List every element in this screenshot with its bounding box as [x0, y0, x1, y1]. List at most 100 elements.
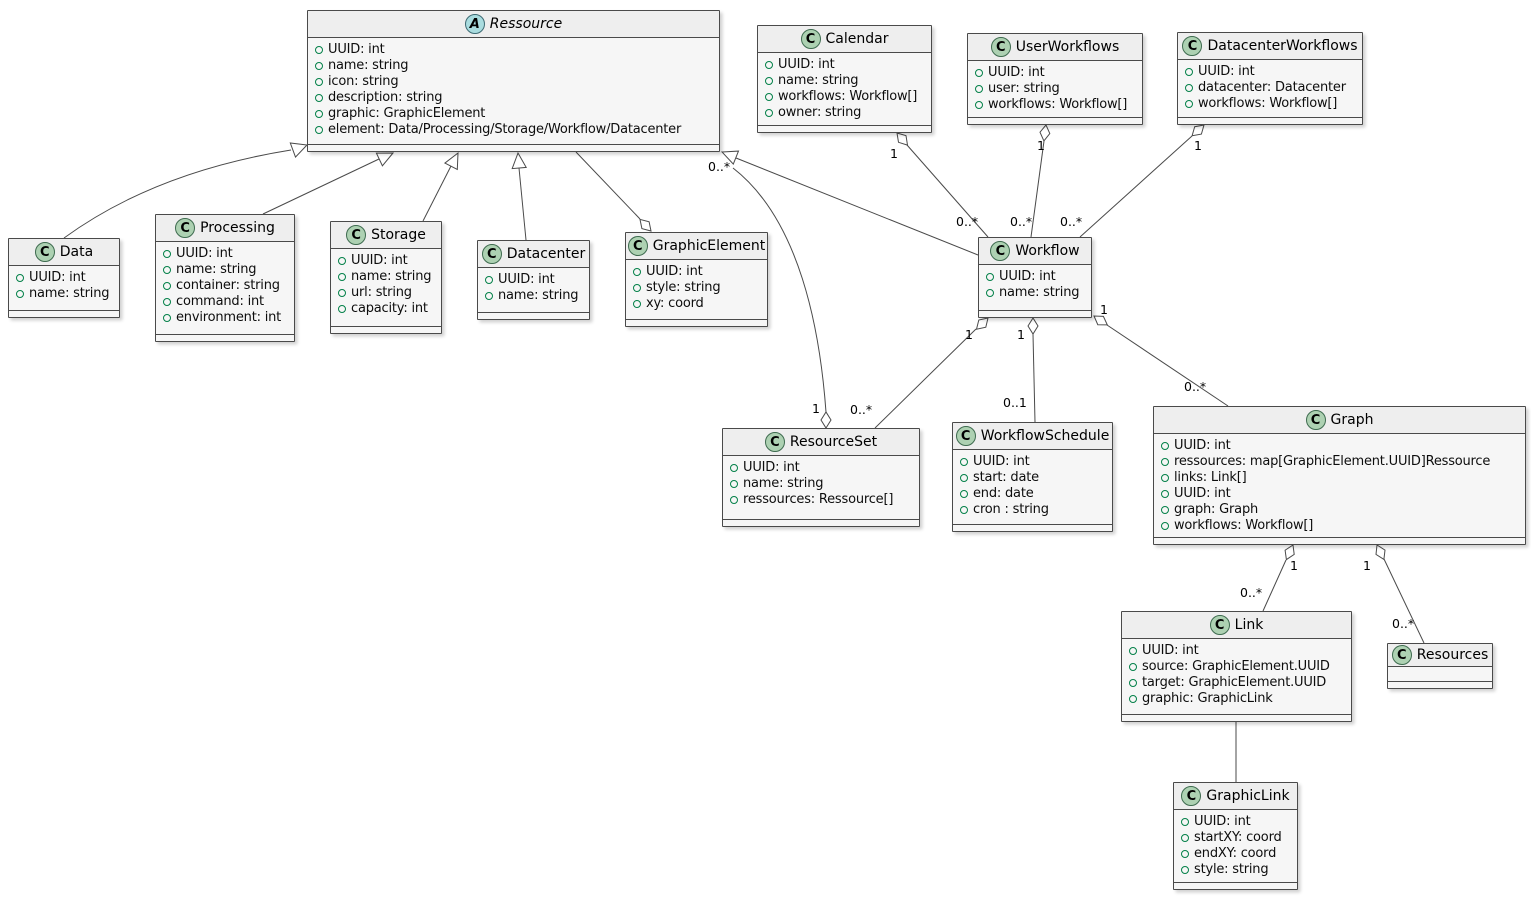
attribute-row: name: string: [730, 476, 912, 492]
class-name: Storage: [371, 227, 426, 243]
class-name: GraphicElement: [652, 238, 766, 254]
class-name: Processing: [200, 220, 275, 236]
attribute-text: name: string: [498, 288, 579, 303]
visibility-public-icon: [765, 109, 773, 117]
class-icon: C: [1182, 36, 1203, 56]
attribute-text: UUID: int: [743, 460, 800, 475]
attribute-text: name: string: [999, 285, 1080, 300]
attribute-row: datacenter: Datacenter: [1185, 80, 1355, 96]
edge-workflow-workflowschedule-aggregation: [1027, 317, 1039, 423]
attribute-text: UUID: int: [778, 57, 835, 72]
attribute-text: graphic: GraphicLink: [1142, 691, 1273, 706]
attribute-text: target: GraphicElement.UUID: [1142, 675, 1327, 690]
visibility-public-icon: [163, 282, 171, 290]
attribute-text: UUID: int: [988, 65, 1045, 80]
visibility-public-icon: [1161, 522, 1169, 530]
class-title: C Graph: [1154, 407, 1525, 434]
attribute-row: graph: Graph: [1161, 502, 1518, 518]
visibility-public-icon: [975, 85, 983, 93]
attribute-text: UUID: int: [999, 269, 1056, 284]
attribute-row: UUID: int: [960, 454, 1105, 470]
visibility-public-icon: [1161, 458, 1169, 466]
visibility-public-icon: [338, 273, 346, 281]
attribute-row: UUID: int: [338, 253, 434, 269]
attribute-text: workflows: Workflow[]: [988, 97, 1128, 112]
multiplicity-label: 1: [890, 146, 898, 161]
edge-datacenterworkflows-workflow-aggregation: [1079, 124, 1205, 238]
methods-compartment: [723, 519, 919, 526]
visibility-public-icon: [1185, 100, 1193, 108]
edge-data-ressource-inherit: [63, 142, 309, 239]
visibility-public-icon: [485, 292, 493, 300]
class-icon: C: [627, 236, 648, 256]
attribute-text: ressources: map[GraphicElement.UUID]Ress…: [1174, 454, 1491, 469]
class-icon: C: [1305, 410, 1326, 430]
attribute-row: graphic: GraphicElement: [315, 106, 712, 122]
multiplicity-label: 1: [1194, 138, 1202, 153]
methods-compartment: [758, 125, 931, 132]
edge-ressource-graphicelement-aggregation: [575, 151, 652, 232]
edge-workflow-ressource-inherit: [720, 150, 979, 256]
class-name: UserWorkflows: [1015, 39, 1120, 55]
methods-compartment: [1154, 537, 1525, 544]
visibility-public-icon: [1129, 679, 1137, 687]
attribute-text: description: string: [328, 90, 443, 105]
class-icon: C: [990, 37, 1011, 57]
attribute-row: ressources: Ressource[]: [730, 492, 912, 508]
visibility-public-icon: [1161, 442, 1169, 450]
multiplicity-label: 1: [1100, 302, 1108, 317]
class-name: ResourceSet: [789, 434, 878, 450]
multiplicity-label: 0..*: [1184, 379, 1207, 394]
visibility-public-icon: [730, 480, 738, 488]
attribute-row: name: string: [765, 73, 924, 89]
attribute-row: UUID: int: [975, 65, 1135, 81]
visibility-public-icon: [1161, 506, 1169, 514]
attribute-text: command: int: [176, 294, 264, 309]
class-icon: C: [800, 29, 821, 49]
attribute-row: links: Link[]: [1161, 470, 1518, 486]
methods-compartment: [1174, 882, 1297, 889]
attribute-row: UUID: int: [1161, 486, 1518, 502]
attribute-row: workflows: Workflow[]: [975, 97, 1135, 113]
attribute-row: end: date: [960, 486, 1105, 502]
attribute-text: ressources: Ressource[]: [743, 492, 894, 507]
class-icon: C: [1181, 786, 1202, 806]
visibility-public-icon: [1181, 818, 1189, 826]
attribute-text: UUID: int: [1198, 64, 1255, 79]
class-title: C Datacenter: [478, 241, 589, 268]
attribute-row: user: string: [975, 81, 1135, 97]
multiplicity-label: 1: [812, 401, 820, 416]
class-icon: C: [346, 225, 367, 245]
class-icon: C: [1391, 645, 1412, 665]
attribute-text: end: date: [973, 486, 1034, 501]
multiplicity-label: 0..1: [1003, 395, 1027, 410]
attributes-compartment: UUID: int ressources: map[GraphicElement.…: [1154, 434, 1525, 537]
attribute-row: UUID: int: [1181, 814, 1290, 830]
visibility-public-icon: [986, 289, 994, 297]
edge-graph-resources-aggregation: [1375, 544, 1425, 644]
class-icon: C: [175, 218, 196, 238]
methods-compartment: [968, 117, 1142, 124]
methods-compartment: [979, 310, 1091, 317]
edge-workflow-graph-aggregation: [1093, 315, 1229, 407]
visibility-public-icon: [730, 496, 738, 504]
attribute-text: cron : string: [973, 502, 1049, 517]
attribute-row: endXY: coord: [1181, 846, 1290, 862]
visibility-public-icon: [1129, 647, 1137, 655]
visibility-public-icon: [1181, 834, 1189, 842]
edge-storage-ressource-inherit: [422, 151, 459, 222]
attribute-text: UUID: int: [646, 264, 703, 279]
attribute-text: startXY: coord: [1194, 830, 1282, 845]
attribute-row: style: string: [1181, 862, 1290, 878]
multiplicity-label: 0..*: [708, 159, 731, 174]
edge-graph-link-aggregation: [1262, 544, 1295, 612]
visibility-public-icon: [315, 110, 323, 118]
visibility-public-icon: [1161, 490, 1169, 498]
visibility-public-icon: [633, 300, 641, 308]
